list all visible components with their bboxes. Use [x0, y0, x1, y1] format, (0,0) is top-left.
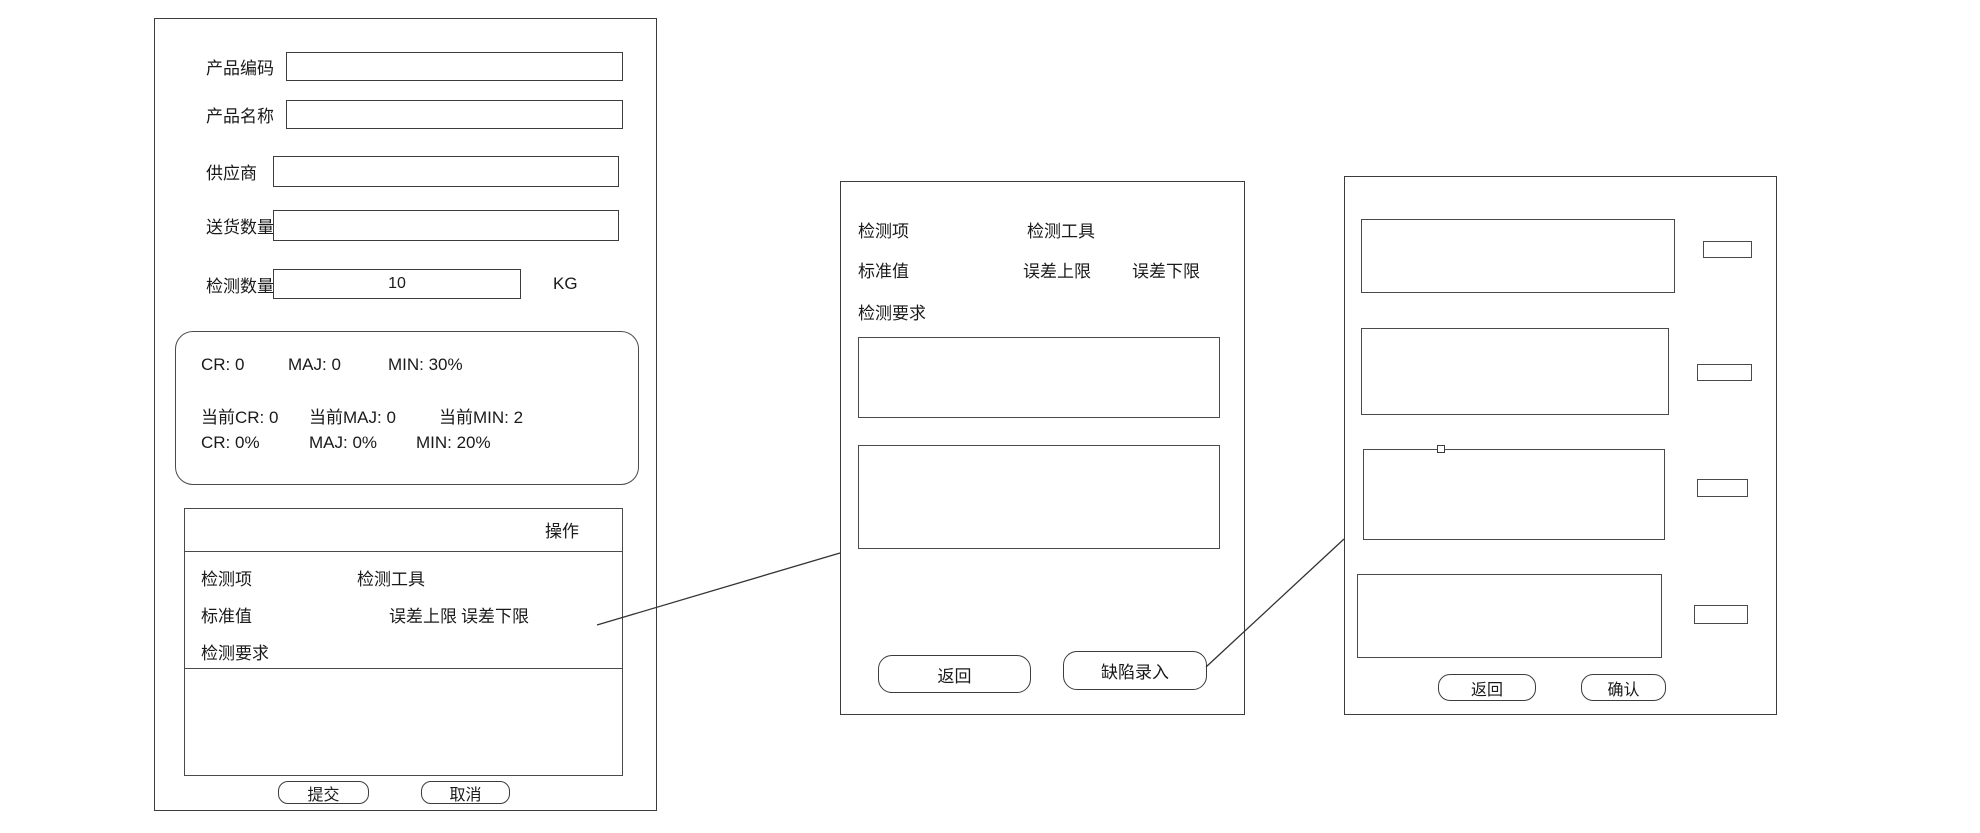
inspect-qty-unit: KG — [553, 274, 578, 293]
stat-current-maj: 当前MAJ: 0 — [309, 407, 396, 427]
defect-side-button-2[interactable] — [1697, 364, 1752, 381]
defect-textarea-4[interactable] — [1357, 574, 1662, 658]
product-code-input[interactable] — [286, 52, 623, 81]
table-col-item: 检测项 — [201, 569, 252, 589]
detail-notes-textarea[interactable] — [858, 445, 1220, 549]
submit-button[interactable]: 提交 — [278, 781, 369, 804]
table-col-tool: 检测工具 — [357, 569, 425, 589]
table-col-requirement: 检测要求 — [201, 643, 269, 663]
table-col-upper: 误差上限 — [389, 606, 457, 626]
detail-requirement-label: 检测要求 — [858, 303, 926, 323]
stat-maj-pct: MAJ: 0% — [309, 433, 378, 452]
delivery-qty-label: 送货数量 — [206, 218, 274, 237]
defect-side-button-1[interactable] — [1703, 241, 1752, 258]
table-col-lower: 误差下限 — [461, 606, 529, 626]
detail-lower-label: 误差下限 — [1132, 261, 1200, 281]
detail-requirement-textarea[interactable] — [858, 337, 1220, 418]
defect-back-button[interactable]: 返回 — [1438, 674, 1536, 701]
inspection-table: 操作 检测项 检测工具 标准值 误差上限 误差下限 检测要求 — [184, 508, 623, 776]
selection-handle — [1437, 445, 1445, 453]
table-action-header: 操作 — [545, 521, 579, 541]
inspect-qty-label: 检测数量 — [206, 276, 274, 296]
stat-current-cr: 当前CR: 0 — [201, 407, 279, 427]
cancel-button[interactable]: 取消 — [421, 781, 510, 804]
main-form-panel: 产品编码 产品名称 供应商 送货数量 检测数量 KG CR: 0 MAJ: 0 … — [154, 18, 657, 811]
inspect-qty-input[interactable] — [273, 269, 521, 299]
detail-tool-label: 检测工具 — [1027, 221, 1095, 241]
product-name-input[interactable] — [286, 100, 623, 129]
table-divider-top — [185, 551, 622, 552]
table-col-standard: 标准值 — [201, 606, 252, 626]
detail-upper-label: 误差上限 — [1023, 261, 1091, 281]
delivery-qty-input[interactable] — [273, 210, 619, 241]
defect-textarea-3[interactable] — [1363, 449, 1665, 540]
detail-form-panel: 检测项 检测工具 标准值 误差上限 误差下限 检测要求 返回 缺陷录入 — [840, 181, 1245, 715]
stat-min: MIN: 30% — [388, 355, 463, 374]
table-divider-bottom — [185, 668, 622, 669]
stat-cr-pct: CR: 0% — [201, 433, 260, 452]
supplier-input[interactable] — [273, 156, 619, 187]
defect-form-panel: 返回 确认 — [1344, 176, 1777, 715]
stats-box: CR: 0 MAJ: 0 MIN: 30% 当前CR: 0 当前MAJ: 0 当… — [175, 331, 639, 485]
stat-current-min: 当前MIN: 2 — [439, 407, 524, 427]
defect-side-button-3[interactable] — [1697, 479, 1748, 497]
detail-back-button[interactable]: 返回 — [878, 655, 1031, 693]
defect-textarea-1[interactable] — [1361, 219, 1675, 293]
defect-side-button-4[interactable] — [1694, 605, 1748, 624]
defect-confirm-button[interactable]: 确认 — [1581, 674, 1666, 701]
product-code-label: 产品编码 — [206, 59, 274, 78]
product-name-label: 产品名称 — [206, 107, 274, 126]
defect-textarea-2[interactable] — [1361, 328, 1669, 415]
stat-maj: MAJ: 0 — [288, 355, 341, 374]
detail-standard-label: 标准值 — [858, 261, 909, 281]
stat-cr: CR: 0 — [201, 355, 245, 374]
supplier-label: 供应商 — [206, 164, 257, 183]
detail-item-label: 检测项 — [858, 221, 909, 241]
stat-min-pct: MIN: 20% — [416, 433, 491, 452]
defect-entry-button[interactable]: 缺陷录入 — [1063, 651, 1207, 690]
